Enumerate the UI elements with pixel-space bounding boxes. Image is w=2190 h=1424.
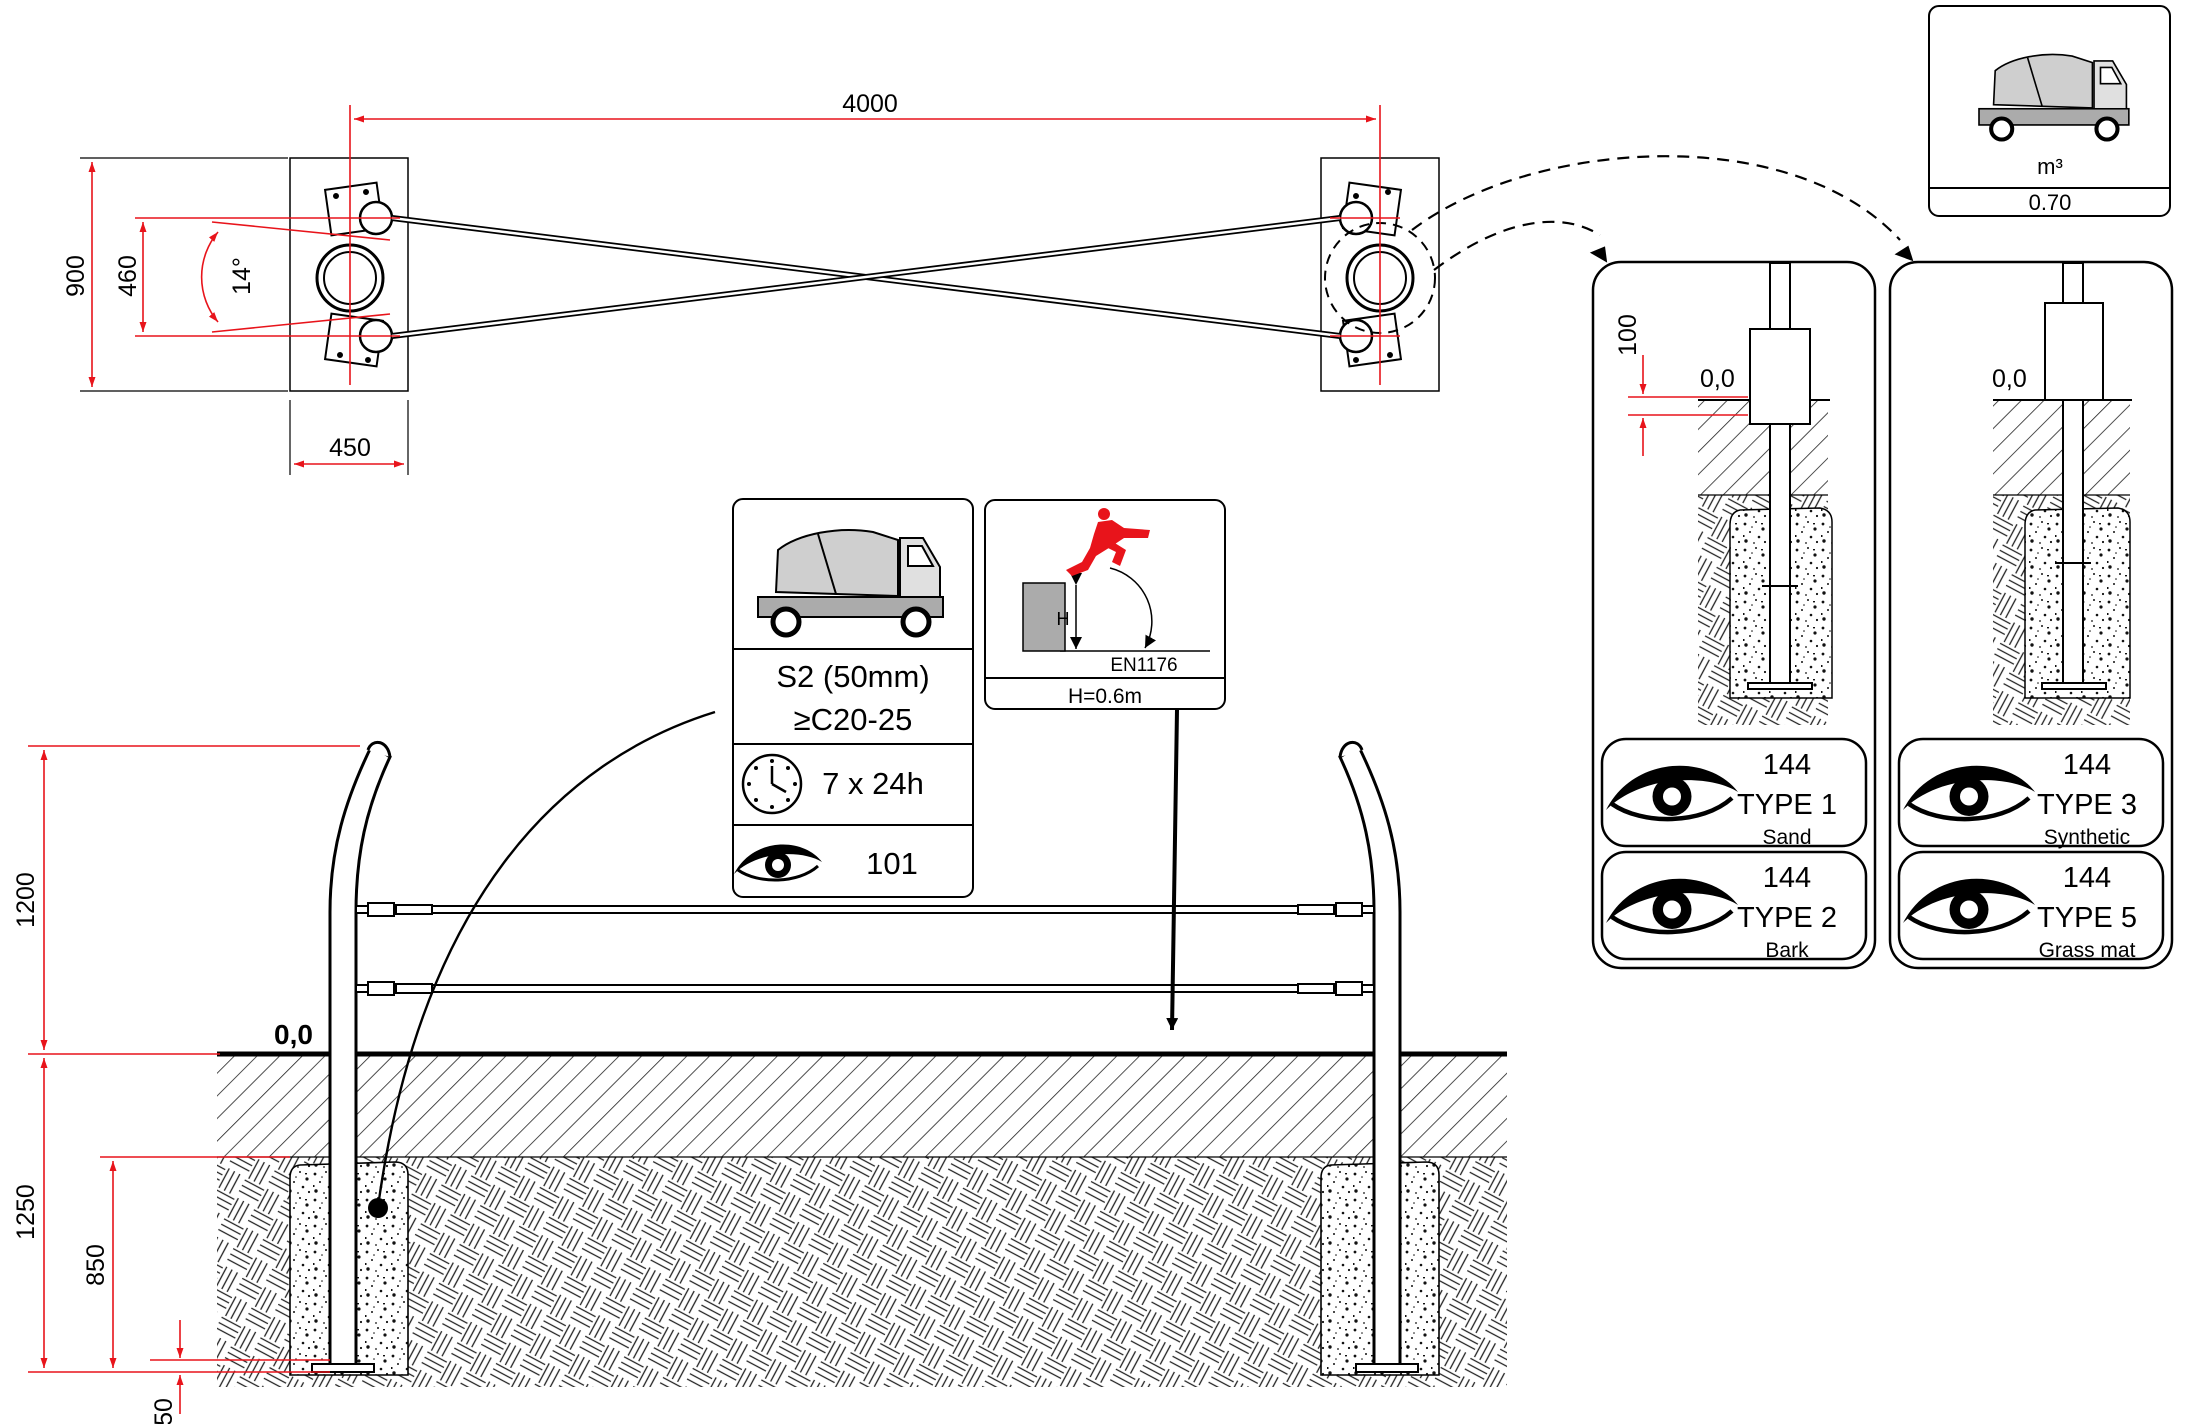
detail-left-dim: 100	[1614, 314, 1642, 356]
dim-height-above: 1200	[12, 872, 40, 928]
dim-footing-depth: 850	[82, 1244, 110, 1286]
ground-level-label: 0,0	[274, 1019, 313, 1050]
plan-view: 4000 900 460 14° 450	[62, 90, 1440, 475]
surface-code: 144	[2063, 749, 2111, 781]
elevation-cables	[355, 902, 1375, 996]
surface-code: 144	[2063, 862, 2111, 894]
detail-callouts	[1411, 155, 1901, 271]
fall-height-leader	[1166, 709, 1179, 1031]
concrete-mixer-truck-icon	[1978, 53, 2130, 142]
fall-standard: EN1176	[1110, 655, 1177, 676]
surface-name: Grass mat	[2039, 939, 2136, 962]
dim-footing-width: 450	[329, 434, 371, 462]
surface-code: 144	[1763, 749, 1811, 781]
surface-name: Synthetic	[2044, 826, 2130, 849]
eye-icon	[1903, 765, 2035, 822]
elevation-dimensions	[28, 745, 360, 1414]
detail-left-level: 0,0	[1700, 365, 1735, 393]
surface-type: TYPE 2	[1737, 902, 1837, 934]
detail-panel-right: 0,0 144 TYPE 3 Synthetic 144 TYPE 5	[1888, 260, 2174, 970]
detail-panel-left: 100 0,0 144 TYPE 1 Sand 144 TYPE 2	[1591, 260, 1877, 970]
surface-card-type5: 144 TYPE 5 Grass mat	[1897, 850, 2165, 962]
surface-card-type3: 144 TYPE 3 Synthetic	[1897, 737, 2165, 849]
surfacing-layer	[217, 1054, 1507, 1157]
plan-posts-left	[315, 181, 394, 368]
concrete-spec-2: ≥C20-25	[794, 702, 913, 737]
eye-icon	[1606, 878, 1738, 935]
dim-base-offset: 50	[150, 1398, 178, 1424]
surface-card-type1: 144 TYPE 1 Sand	[1600, 737, 1868, 849]
fall-h-label: H	[1057, 609, 1070, 629]
surface-type: TYPE 1	[1737, 789, 1837, 821]
surface-name: Bark	[1765, 939, 1809, 962]
volume-card: m³ 0.70	[1928, 5, 2171, 217]
surface-type: TYPE 5	[2037, 902, 2137, 934]
falling-person-icon	[1066, 508, 1150, 576]
volume-value: 0.70	[2029, 190, 2072, 215]
subsoil-layer	[217, 1157, 1507, 1387]
plan-dimensions	[80, 105, 1400, 475]
eye-icon	[734, 844, 822, 882]
concrete-card: S2 (50mm) ≥C20-25 7 x 24h 101	[732, 498, 974, 898]
clock-icon	[741, 753, 803, 815]
eye-icon	[1903, 878, 2035, 935]
dim-depth: 900	[62, 255, 90, 297]
surface-type: TYPE 3	[2037, 789, 2137, 821]
concrete-spec-1: S2 (50mm)	[776, 659, 929, 694]
dim-span: 4000	[842, 90, 898, 118]
elevation-view: 1200 1250 850 50 0,0	[12, 709, 1507, 1424]
detail-right-level: 0,0	[1992, 365, 2027, 393]
inspection-value: 101	[866, 846, 918, 881]
concrete-leader	[376, 710, 716, 1208]
surface-name: Sand	[1762, 826, 1811, 849]
cure-time: 7 x 24h	[822, 766, 924, 801]
surface-code: 144	[1763, 862, 1811, 894]
fall-height-card: H EN1176 H=0.6m	[984, 499, 1226, 710]
plan-cables	[391, 215, 1341, 339]
eye-icon	[1606, 765, 1738, 822]
concrete-mixer-truck-icon	[757, 529, 944, 638]
callout-arrowheads	[1589, 245, 1914, 263]
surface-card-type2: 144 TYPE 2 Bark	[1600, 850, 1868, 962]
dim-angle: 14°	[228, 257, 256, 295]
fall-height-value: H=0.6m	[1068, 685, 1142, 708]
volume-unit: m³	[2037, 154, 2063, 179]
dim-post-spacing: 460	[114, 255, 142, 297]
dim-depth-below: 1250	[12, 1184, 40, 1240]
